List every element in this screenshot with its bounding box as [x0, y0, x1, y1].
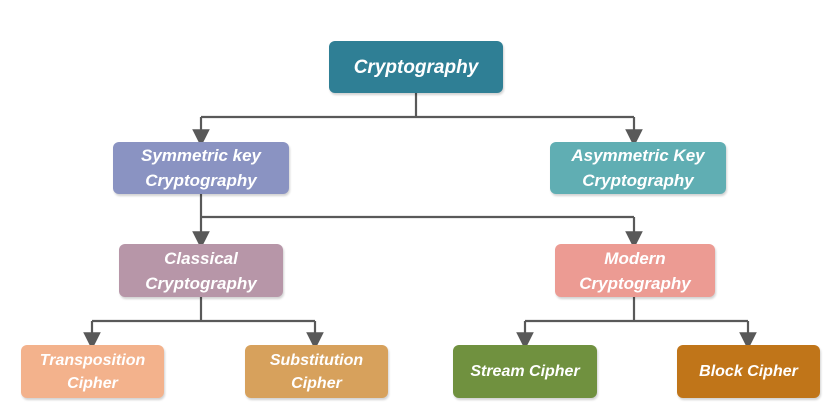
node-substitution-cipher: Substitution Cipher [245, 345, 388, 398]
node-symmetric-key-cryptography: Symmetric key Cryptography [113, 142, 289, 194]
node-transposition-cipher: Transposition Cipher [21, 345, 164, 398]
node-cryptography-label: Cryptography [353, 56, 479, 78]
node-substitution-label-line1: Substitution [269, 351, 364, 369]
node-cryptography: Cryptography [329, 41, 503, 93]
node-stream-label: Stream Cipher [470, 363, 580, 380]
node-symmetric-label-line1: Symmetric key [140, 146, 262, 165]
node-modern-label-line2: Cryptography [579, 273, 691, 293]
node-block-label: Block Cipher [699, 363, 798, 380]
node-asymmetric-key-cryptography: Asymmetric Key Cryptography [550, 142, 726, 194]
node-asymmetric-label-line2: Cryptography [582, 171, 694, 190]
node-modern-cryptography: Modern Cryptography [555, 244, 715, 297]
node-block-cipher: Block Cipher [677, 345, 820, 398]
node-transposition-label-line2: Cipher [67, 374, 118, 392]
node-asymmetric-label-line1: Asymmetric Key [571, 146, 705, 165]
node-transposition-label-line1: Transposition [39, 351, 146, 369]
node-symmetric-label-line2: Cryptography [145, 171, 257, 190]
node-modern-label-line1: Modern [604, 248, 666, 268]
node-stream-cipher: Stream Cipher [453, 345, 597, 398]
node-substitution-label-line2: Cipher [291, 374, 342, 392]
node-classical-cryptography: Classical Cryptography [119, 244, 283, 297]
node-classical-label-line2: Cryptography [145, 273, 257, 293]
node-classical-label-line1: Classical [164, 248, 238, 268]
